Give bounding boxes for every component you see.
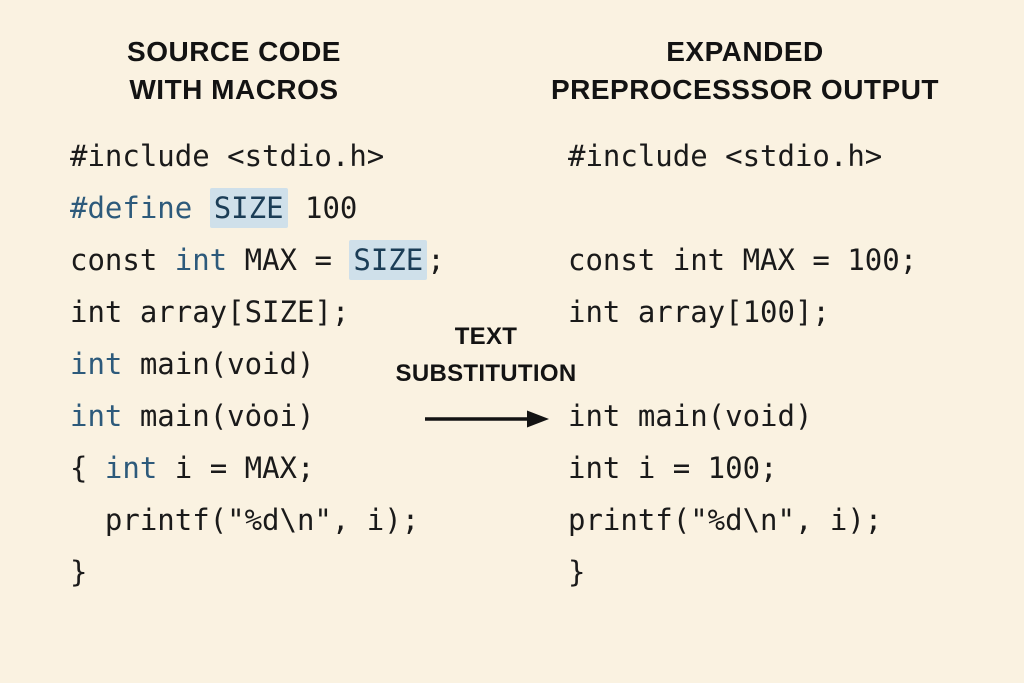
code-token: const int MAX = 100; xyxy=(568,243,918,277)
keyword-token: int xyxy=(104,451,158,485)
expanded-title-line-1: EXPANDED xyxy=(666,36,824,67)
code-line xyxy=(568,338,917,390)
keyword-token: #define xyxy=(70,191,193,225)
code-token: { xyxy=(70,451,105,485)
expanded-title-line-2: PREPROCESSSOR OUTPUT xyxy=(550,74,940,105)
code-line: } xyxy=(568,546,917,598)
code-line: int array[100]; xyxy=(568,286,917,338)
code-token: const xyxy=(70,243,175,277)
code-line: #include <stdio.h> xyxy=(568,130,917,182)
code-token: int i = 100; xyxy=(568,451,778,485)
substitution-label-line-1: TEXT xyxy=(454,323,518,350)
code-line: #include <stdio.h> xyxy=(70,130,445,182)
expanded-column-title: EXPANDED PREPROCESSSOR OUTPUT xyxy=(530,33,960,109)
source-column-title: SOURCE CODE WITH MACROS xyxy=(69,33,399,109)
code-line: int array[SIZE]; xyxy=(70,286,445,338)
code-token: main(vȯoi) xyxy=(122,399,315,433)
macro-highlight-token: SIZE xyxy=(349,240,428,280)
code-line: #define SIZE 100 xyxy=(70,182,445,234)
code-token: #include <stdio.h> xyxy=(70,139,385,173)
code-token: printf("%d\n", i); xyxy=(568,503,883,537)
code-token xyxy=(192,191,209,225)
substitution-label: TEXT SUBSTITUTION xyxy=(368,318,604,392)
code-line: const int MAX = 100; xyxy=(568,234,917,286)
substitution-arrow xyxy=(423,406,553,432)
macro-highlight-token: SIZE xyxy=(209,188,288,228)
code-token: #include <stdio.h> xyxy=(568,139,883,173)
code-token: main(void) xyxy=(122,347,315,381)
code-token: } xyxy=(568,555,586,589)
code-line: printf("%d\n", i); xyxy=(70,494,445,546)
keyword-token: int xyxy=(70,399,123,433)
keyword-token: int xyxy=(70,347,123,381)
code-token: } xyxy=(70,555,88,589)
source-title-line-2: WITH MACROS xyxy=(129,74,339,105)
code-token: 100 xyxy=(287,191,358,225)
right-arrow-icon xyxy=(425,410,549,428)
code-line xyxy=(568,182,917,234)
code-line: { int i = MAX; xyxy=(70,442,445,494)
code-token: printf("%d\n", i); xyxy=(70,503,420,537)
keyword-token: int xyxy=(174,243,228,277)
code-line: } xyxy=(70,546,445,598)
code-token: int array[SIZE]; xyxy=(70,295,350,329)
preprocessor-output-block: #include <stdio.h> const int MAX = 100; i… xyxy=(568,130,917,598)
source-title-line-1: SOURCE CODE xyxy=(127,36,341,67)
code-line: const int MAX = SIZE; xyxy=(70,234,445,286)
code-token: ; xyxy=(427,243,445,277)
code-token: int main(void) xyxy=(568,399,813,433)
code-token: int array[100]; xyxy=(568,295,830,329)
code-line: printf("%d\n", i); xyxy=(568,494,917,546)
code-line: int main(void) xyxy=(568,390,917,442)
substitution-label-line-2: SUBSTITUTION xyxy=(395,360,577,387)
code-token: i = MAX; xyxy=(157,451,315,485)
code-line: int main(vȯoi) xyxy=(70,390,445,442)
code-line: int main(void) xyxy=(70,338,445,390)
code-token: MAX = xyxy=(227,243,350,277)
code-line: int i = 100; xyxy=(568,442,917,494)
